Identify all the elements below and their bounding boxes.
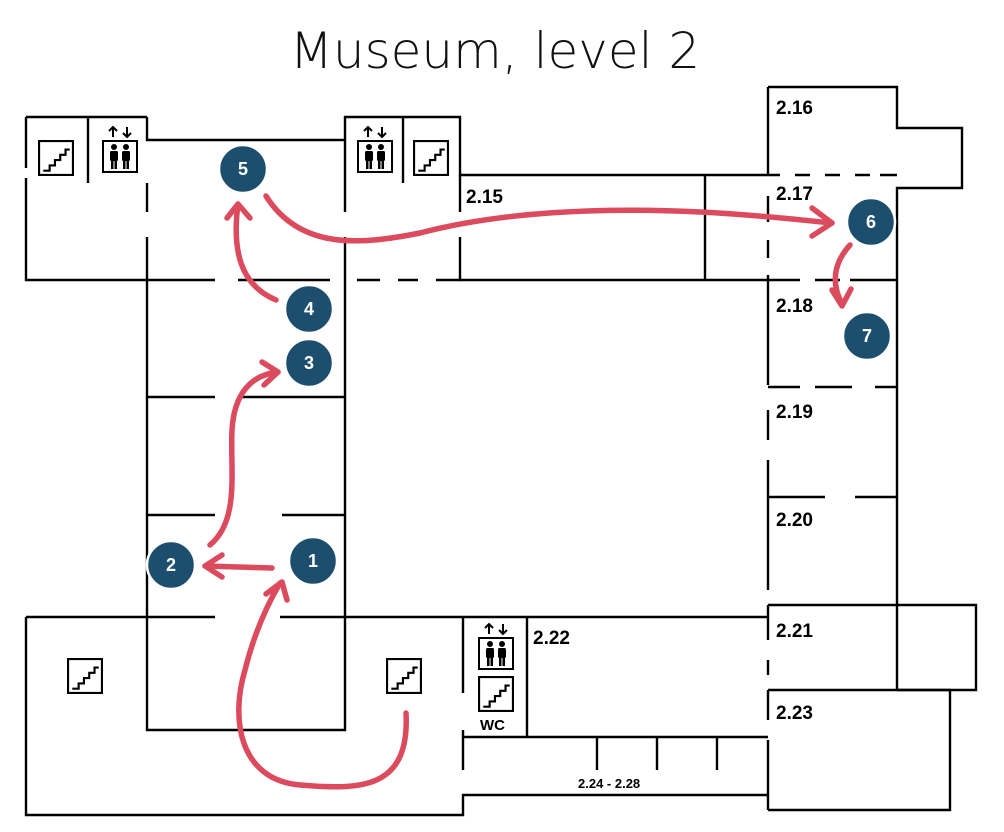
route-segment-1-2 bbox=[202, 563, 275, 571]
room-label-2-24-2-28: 2.24 - 2.28 bbox=[578, 776, 640, 791]
route bbox=[202, 193, 854, 790]
marker-1[interactable]: 1 bbox=[287, 535, 339, 587]
elevator-icon bbox=[357, 126, 393, 173]
room-labels: 2.16 2.15 2.17 2.18 2.19 2.20 2.21 2.22 … bbox=[466, 98, 813, 791]
marker-3[interactable]: 3 bbox=[283, 337, 335, 389]
map-title: Museum, level 2 bbox=[289, 22, 701, 80]
room-label-2-20: 2.20 bbox=[776, 510, 813, 531]
stairs-icon bbox=[386, 658, 422, 694]
route-segment-5-6 bbox=[263, 193, 835, 244]
arrowhead bbox=[829, 286, 854, 309]
stairs-icon bbox=[413, 140, 449, 176]
arrowhead bbox=[224, 201, 253, 221]
marker-label: 7 bbox=[862, 326, 872, 346]
route-segment-2-3 bbox=[207, 369, 281, 548]
route-markers: 1 2 3 4 5 6 7 bbox=[145, 143, 897, 591]
room-label-2-15: 2.15 bbox=[466, 187, 503, 208]
room-label-2-21: 2.21 bbox=[776, 621, 813, 642]
marker-label: 1 bbox=[308, 551, 318, 571]
marker-6[interactable]: 6 bbox=[845, 196, 897, 248]
arrowhead bbox=[259, 359, 281, 388]
room-label-2-22: 2.22 bbox=[533, 628, 570, 649]
room-label-2-19: 2.19 bbox=[776, 402, 813, 423]
room-label-2-18: 2.18 bbox=[776, 296, 813, 317]
marker-4[interactable]: 4 bbox=[283, 283, 335, 335]
elevator-icon bbox=[102, 126, 138, 173]
marker-label: 6 bbox=[866, 212, 876, 232]
stairs-icon bbox=[38, 140, 74, 176]
room-label-2-17: 2.17 bbox=[776, 184, 813, 205]
arrowhead bbox=[809, 205, 835, 239]
marker-label: 2 bbox=[166, 555, 176, 575]
marker-label: 3 bbox=[304, 353, 314, 373]
marker-label: 5 bbox=[238, 159, 248, 179]
marker-7[interactable]: 7 bbox=[841, 310, 893, 362]
route-segment-4-5 bbox=[233, 201, 279, 303]
stairs-icon bbox=[67, 658, 103, 694]
arrowhead bbox=[263, 579, 290, 603]
marker-2[interactable]: 2 bbox=[145, 539, 197, 591]
wc-label: WC bbox=[480, 717, 505, 734]
route-segment-start-1 bbox=[236, 580, 409, 790]
arrowhead bbox=[202, 552, 225, 580]
room-label-2-23: 2.23 bbox=[776, 703, 813, 724]
marker-label: 4 bbox=[304, 299, 314, 319]
marker-5[interactable]: 5 bbox=[217, 143, 269, 195]
elevator-icon bbox=[478, 623, 514, 670]
room-label-2-16: 2.16 bbox=[776, 98, 813, 119]
stairs-icon bbox=[478, 676, 514, 712]
